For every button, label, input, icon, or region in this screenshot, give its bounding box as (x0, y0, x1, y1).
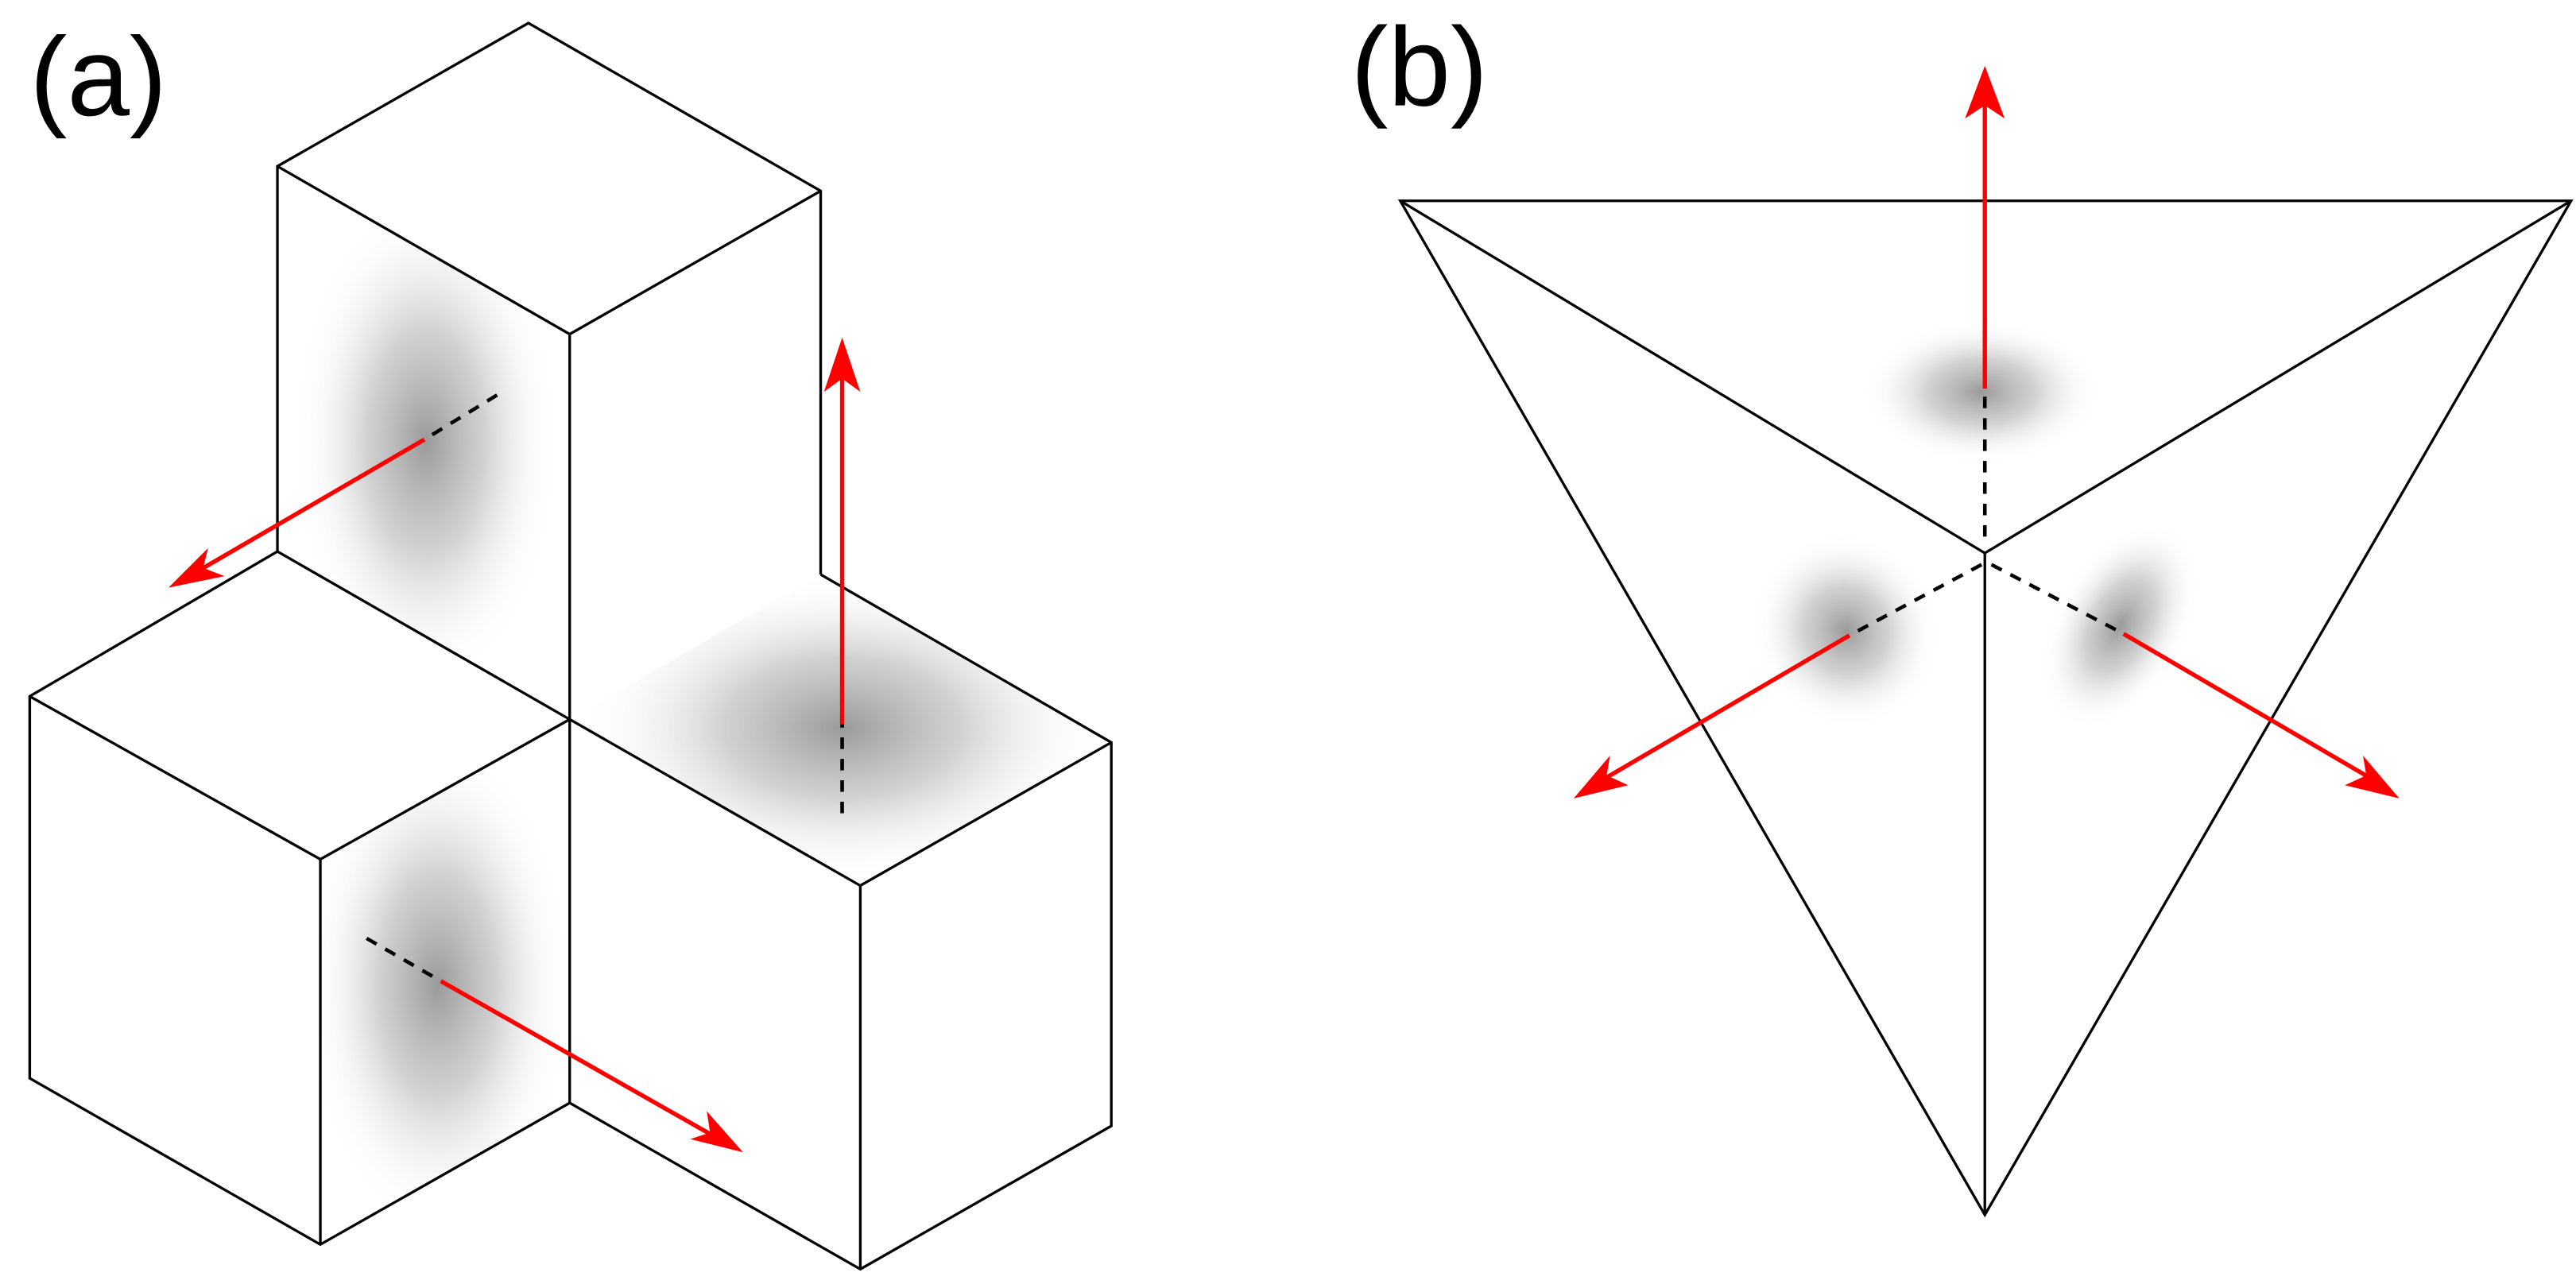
vector-right-cube (823, 337, 861, 814)
cube-right-right-face (860, 742, 1112, 1270)
arrowhead-lower-left (1573, 755, 1629, 799)
shading-left-face (1752, 532, 1940, 729)
cube-top (277, 23, 821, 720)
shading-right-face (2041, 521, 2199, 729)
cube-left-left-face (29, 696, 321, 1245)
shading-left-cube-face (320, 737, 570, 1232)
panel-b-label: (b) (1350, 4, 1488, 130)
arrowhead-right-cube (823, 337, 861, 393)
arrowhead-top-cube (168, 547, 225, 588)
vector-lower-left (1573, 563, 1983, 799)
vector-top-cube (168, 393, 498, 588)
cube-top-top-face (277, 23, 821, 335)
panel-a: (a) (28, 14, 1113, 1271)
shading-top-face (1862, 319, 2101, 465)
vector-lower-right (1990, 563, 2400, 799)
arrowhead-lower-right (2345, 755, 2400, 799)
arrowhead-left-cube (690, 1111, 743, 1153)
cube-left-top-face (29, 551, 570, 860)
panel-b: (b) (1350, 4, 2574, 1218)
vector-left-cube (366, 936, 743, 1153)
vector-up (1965, 65, 2005, 537)
cube-edges (28, 21, 1113, 1271)
shading-top-cube-face (293, 194, 559, 689)
cube-right-left-face (569, 719, 861, 1270)
cube-top-right-face (569, 191, 821, 720)
arrowhead-up (1965, 65, 2005, 119)
panel-a-label: (a) (29, 14, 167, 139)
